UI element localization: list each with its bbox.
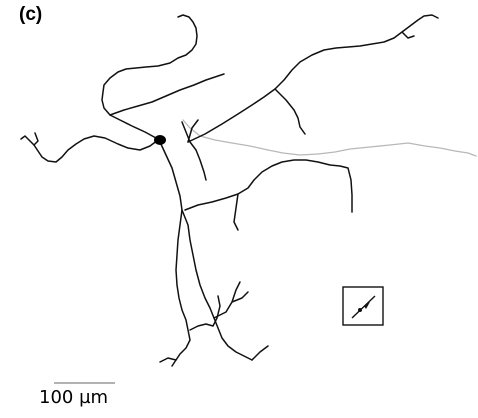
dendrite-right-middle-twig — [233, 193, 239, 231]
dendrite-lower-right-twigs — [213, 281, 249, 319]
dendrite-upper-left — [101, 14, 198, 139]
dendrite-soma-branch — [181, 121, 207, 181]
dendrite-left-twig — [33, 132, 39, 146]
soma — [154, 135, 166, 145]
dendrite-left — [20, 135, 159, 163]
dendrite-upper-left-branch — [109, 73, 225, 116]
dendrite-upper-right-twig — [401, 31, 415, 39]
dendrite-right-middle — [184, 159, 353, 213]
panel-label: (c) — [19, 4, 43, 25]
axon-process — [182, 119, 477, 157]
dendrite-descending-trunk — [159, 141, 191, 367]
dendrite-upper-right-branch — [274, 88, 306, 135]
dendrite-soma-short — [187, 119, 199, 143]
dendrite-upper-right — [187, 14, 439, 143]
dendrite-lower-left-tip — [159, 357, 177, 363]
dendrite-descending-secondary — [181, 209, 253, 361]
scale-bar-label: 100 µm — [39, 387, 109, 408]
direction-arrow-icon — [342, 286, 384, 326]
dendrite-lower-tip — [251, 345, 269, 361]
dendrite-lower-loop — [189, 295, 221, 331]
